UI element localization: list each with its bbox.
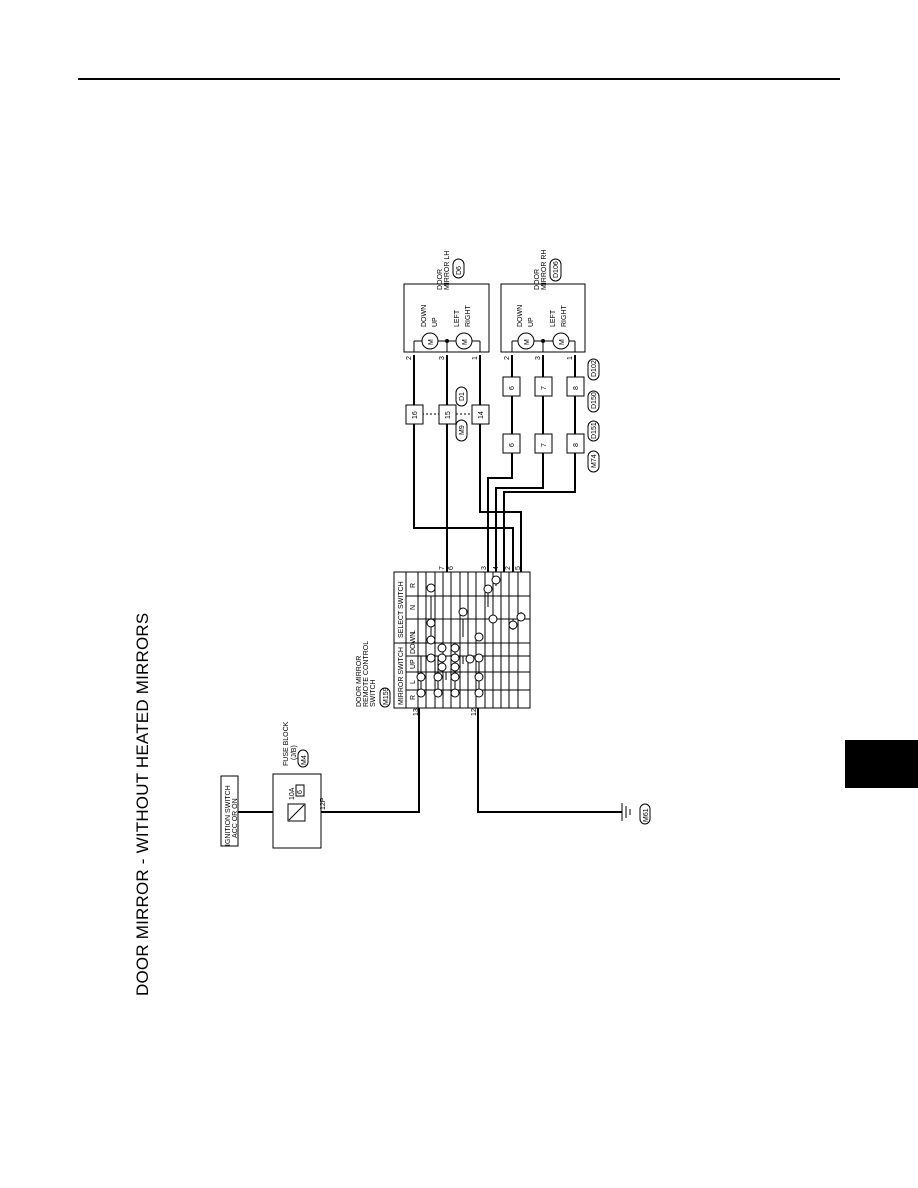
mirror-switch-header: MIRROR SWITCH <box>398 647 405 705</box>
mirror-rh-up: UP <box>528 317 535 327</box>
rh-inline-connectors: 6 7 8 6 7 8 M74 D151 D150 D102 <box>502 358 600 473</box>
lh-pin-16: 16 <box>412 411 419 419</box>
lh-connector-lower: D1 <box>459 392 466 401</box>
switch-contacts <box>416 575 526 698</box>
lh-pin-14: 14 <box>478 411 485 419</box>
col-select-n: N <box>410 605 417 610</box>
section-tab <box>845 740 918 788</box>
mirror-rh-down: DOWN <box>517 305 524 327</box>
door-mirror-lh: DOOR MIRROR LH D6 M M DOWN UP LEFT RIGHT… <box>403 251 490 360</box>
mirror-lh-label-2: MIRROR LH <box>444 251 451 290</box>
mirror-rh-connector: D106 <box>553 261 560 278</box>
pin-3: 3 <box>481 566 488 570</box>
fuse-number: 6 <box>297 790 304 794</box>
lh-inline-connectors: 16 15 14 M9 D1 <box>405 386 490 442</box>
pin-5: 5 <box>515 566 522 570</box>
col-select-l: L <box>410 630 417 634</box>
mirror-rh-pin-3: 3 <box>535 356 542 360</box>
motor-rh-2-symbol: M <box>559 339 566 345</box>
mirror-rh-left: LEFT <box>550 309 557 327</box>
select-switch-header: SELECT SWITCH <box>398 581 405 638</box>
mirror-lh-label-1: DOOR <box>437 269 444 290</box>
motor-lh-2-symbol: M <box>462 339 469 345</box>
pin-6: 6 <box>448 566 455 570</box>
mirror-rh-pin-2: 2 <box>504 356 511 360</box>
rh-pin-7-far: 7 <box>541 386 548 390</box>
rh-connector-near-2: D151 <box>591 422 598 439</box>
ground-connector: M61 <box>643 808 650 822</box>
pin-4: 4 <box>493 566 500 570</box>
fuse-block-sub: (J/B) <box>291 745 298 760</box>
pin-13: 13 <box>413 708 420 716</box>
mirror-rh-pin-1: 1 <box>567 356 574 360</box>
wires <box>238 355 622 813</box>
mirror-lh-right: RIGHT <box>465 305 472 328</box>
motor-lh-1-symbol: M <box>428 339 435 345</box>
switch-grid <box>406 572 530 708</box>
mirror-lh-connector: D6 <box>456 266 463 275</box>
switch-label-2: REMOTE CONTROL <box>363 641 370 707</box>
rh-connector-far-2: D102 <box>591 360 598 377</box>
switch-label-1: DOOR MIRROR <box>356 656 363 707</box>
rh-pin-7-near: 7 <box>541 443 548 447</box>
ignition-switch: IGNITION SWITCH ACC OR ON <box>220 775 239 847</box>
mirror-lh-pin-3: 3 <box>439 356 446 360</box>
mirror-lh-left: LEFT <box>454 309 461 327</box>
col-mirror-up: UP <box>410 659 417 669</box>
rh-pin-6-far: 6 <box>509 386 516 390</box>
fuse-connector: M4 <box>301 755 308 765</box>
fuse-terminal: 12P <box>320 797 327 810</box>
fuse-rating: 10A <box>289 787 296 800</box>
motor-rh-1-symbol: M <box>524 339 531 345</box>
col-mirror-l: L <box>410 680 417 684</box>
rh-pin-8-far: 8 <box>573 386 580 390</box>
fuse-block: 10A 6 12P FUSE BLOCK (J/B) M4 <box>272 721 327 849</box>
ground-symbol: M61 <box>621 803 651 825</box>
pin-2: 2 <box>505 566 512 570</box>
mirror-lh-pin-2: 2 <box>406 356 413 360</box>
pin-7: 7 <box>439 566 446 570</box>
lh-connector-upper: M9 <box>459 425 466 435</box>
rh-pin-8-near: 8 <box>573 443 580 447</box>
mirror-lh-pin-1: 1 <box>472 356 479 360</box>
mirror-rh-label-2: MIRROR RH <box>541 250 548 290</box>
mirror-rh-label-1: DOOR <box>534 269 541 290</box>
remote-control-switch: DOOR MIRROR REMOTE CONTROL SWITCH M159 M… <box>356 566 531 716</box>
rh-pin-6-near: 6 <box>509 443 516 447</box>
pin-12: 12 <box>471 708 478 716</box>
switch-label-3: SWITCH <box>370 679 377 707</box>
ignition-label-1: IGNITION SWITCH <box>225 785 232 846</box>
mirror-lh-up: UP <box>432 317 439 327</box>
switch-connector: M159 <box>383 687 390 705</box>
lh-pin-15: 15 <box>445 411 452 419</box>
col-mirror-r: R <box>410 695 417 700</box>
rh-connector-near-1: M74 <box>591 454 598 468</box>
mirror-rh-right: RIGHT <box>561 305 568 328</box>
mirror-lh-down: DOWN <box>421 305 428 327</box>
fuse-block-title: FUSE BLOCK <box>283 721 290 766</box>
col-select-r: R <box>410 583 417 588</box>
door-mirror-rh: DOOR MIRROR RH D106 M M DOWN UP LEFT RIG… <box>500 250 586 360</box>
header-rule <box>78 78 840 80</box>
rh-connector-far-1: D150 <box>591 392 598 409</box>
ignition-label-2: ACC OR ON <box>232 798 239 838</box>
